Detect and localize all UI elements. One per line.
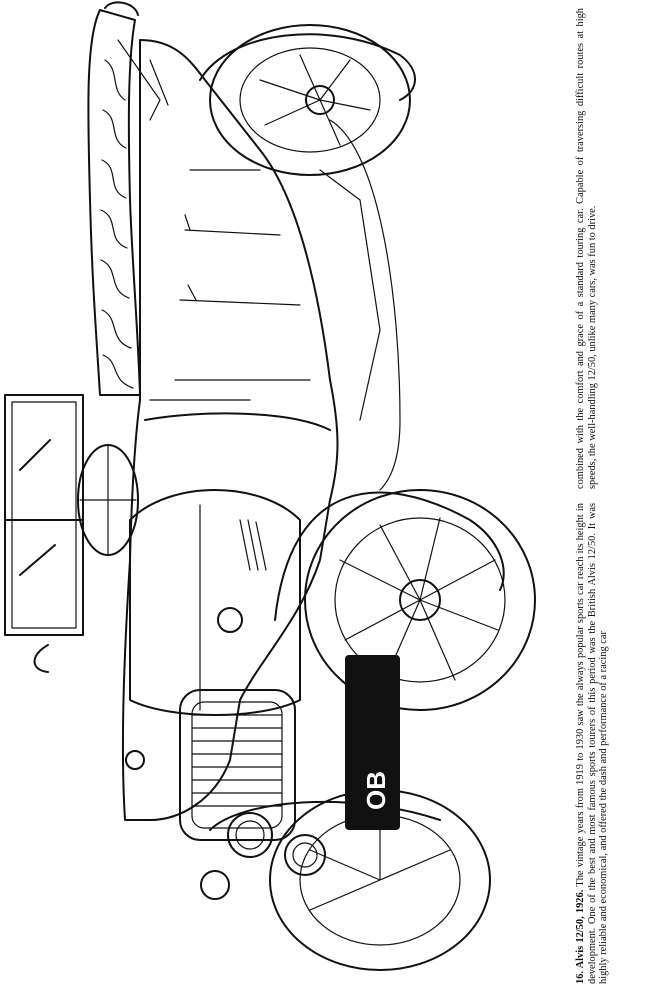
rear-wheel — [209, 24, 411, 176]
car-body — [121, 39, 401, 821]
caption-column-1: 16. Alvis 12/50, 1926. The vintage years… — [575, 503, 635, 984]
caption-text-2: combined with the comfort and grace of a… — [575, 8, 598, 489]
number-plate: OB — [345, 655, 400, 830]
caption-title: 16. Alvis 12/50, 1926. — [575, 889, 586, 984]
caption: 16. Alvis 12/50, 1926. The vintage years… — [575, 8, 635, 984]
front-wheel — [304, 489, 536, 711]
caption-column-2: combined with the comfort and grace of a… — [575, 8, 635, 489]
folded-hood — [87, 1, 169, 396]
car-illustration: OB — [4, 1, 536, 971]
plate-text: OB — [361, 771, 391, 810]
headlamps — [125, 607, 326, 900]
caption-area: 16. Alvis 12/50, 1926. The vintage years… — [575, 8, 635, 984]
steering-wheel — [77, 444, 139, 556]
windscreen — [4, 394, 84, 673]
fenders — [199, 33, 505, 831]
bonnet — [129, 489, 301, 716]
